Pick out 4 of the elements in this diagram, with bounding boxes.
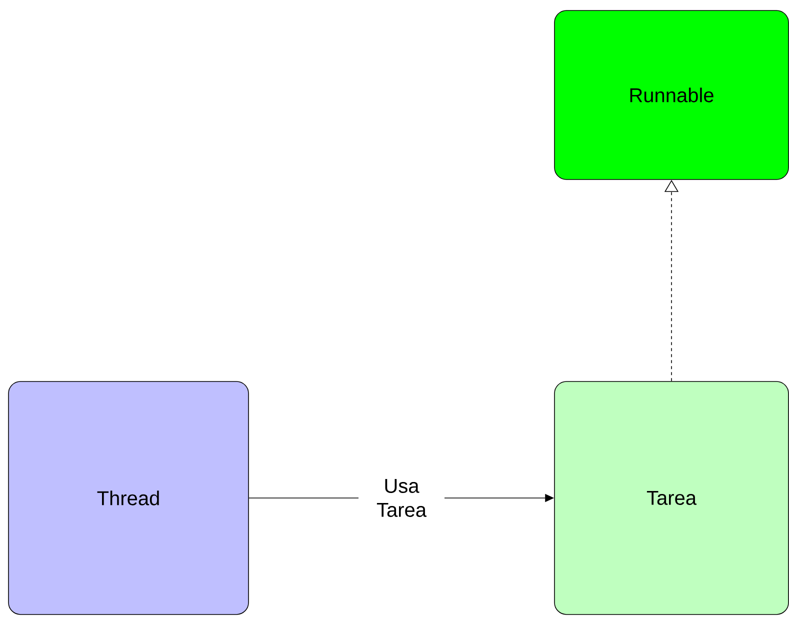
class-box: Thread	[8, 381, 249, 615]
class-box: Runnable	[554, 10, 789, 180]
edge-label: Usa Tarea	[358, 476, 444, 520]
class-box: Tarea	[554, 381, 789, 615]
